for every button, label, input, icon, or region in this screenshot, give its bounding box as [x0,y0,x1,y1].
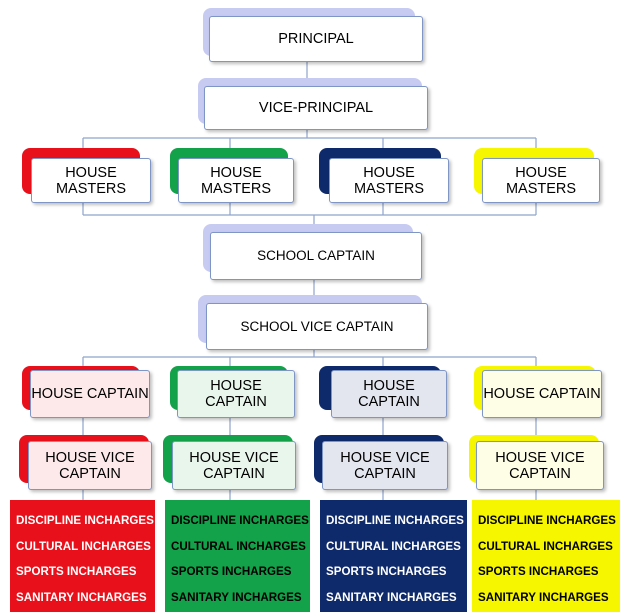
house-master-label: HOUSE MASTERS [482,158,600,203]
vice-principal-label: VICE-PRINCIPAL [204,86,428,130]
incharge-item: SANITARY INCHARGES [171,590,302,604]
house-master-label: HOUSE MASTERS [329,158,449,203]
house-master-label: HOUSE MASTERS [178,158,294,203]
incharge-item: DISCIPLINE INCHARGES [326,514,464,527]
incharge-item: CULTURAL INCHARGES [16,539,151,553]
incharges-box-navy: DISCIPLINE INCHARGES CULTURAL INCHARGES … [320,500,467,612]
incharge-item: SANITARY INCHARGES [478,590,609,604]
house-master-label: HOUSE MASTERS [31,158,151,203]
school-vice-captain-label: SCHOOL VICE CAPTAIN [206,303,428,350]
incharge-item: SPORTS INCHARGES [478,565,599,578]
house-captain-label: HOUSE CAPTAIN [30,370,150,418]
incharge-item: SPORTS INCHARGES [16,565,137,578]
incharge-item: DISCIPLINE INCHARGES [478,514,616,527]
incharge-item: CULTURAL INCHARGES [478,539,613,553]
incharge-item: SPORTS INCHARGES [326,565,447,578]
incharge-item: SANITARY INCHARGES [326,590,457,604]
house-vice-captain-label: HOUSE VICE CAPTAIN [28,441,152,490]
incharge-item: DISCIPLINE INCHARGES [171,514,309,527]
house-captain-label: HOUSE CAPTAIN [177,370,295,418]
incharge-item: SANITARY INCHARGES [16,590,147,604]
incharge-item: CULTURAL INCHARGES [326,539,461,553]
house-captain-label: HOUSE CAPTAIN [482,370,602,418]
principal-label: PRINCIPAL [209,16,423,62]
incharge-item: CULTURAL INCHARGES [171,539,306,553]
incharges-box-red: DISCIPLINE INCHARGES CULTURAL INCHARGES … [10,500,155,612]
incharge-item: DISCIPLINE INCHARGES [16,514,154,527]
incharge-item: SPORTS INCHARGES [171,565,292,578]
house-captain-label: HOUSE CAPTAIN [331,370,447,418]
school-captain-label: SCHOOL CAPTAIN [210,232,422,280]
house-vice-captain-label: HOUSE VICE CAPTAIN [476,441,604,490]
incharges-box-green: DISCIPLINE INCHARGES CULTURAL INCHARGES … [165,500,310,612]
house-vice-captain-label: HOUSE VICE CAPTAIN [322,441,448,490]
incharges-box-yellow: DISCIPLINE INCHARGES CULTURAL INCHARGES … [472,500,620,612]
house-vice-captain-label: HOUSE VICE CAPTAIN [172,441,296,490]
